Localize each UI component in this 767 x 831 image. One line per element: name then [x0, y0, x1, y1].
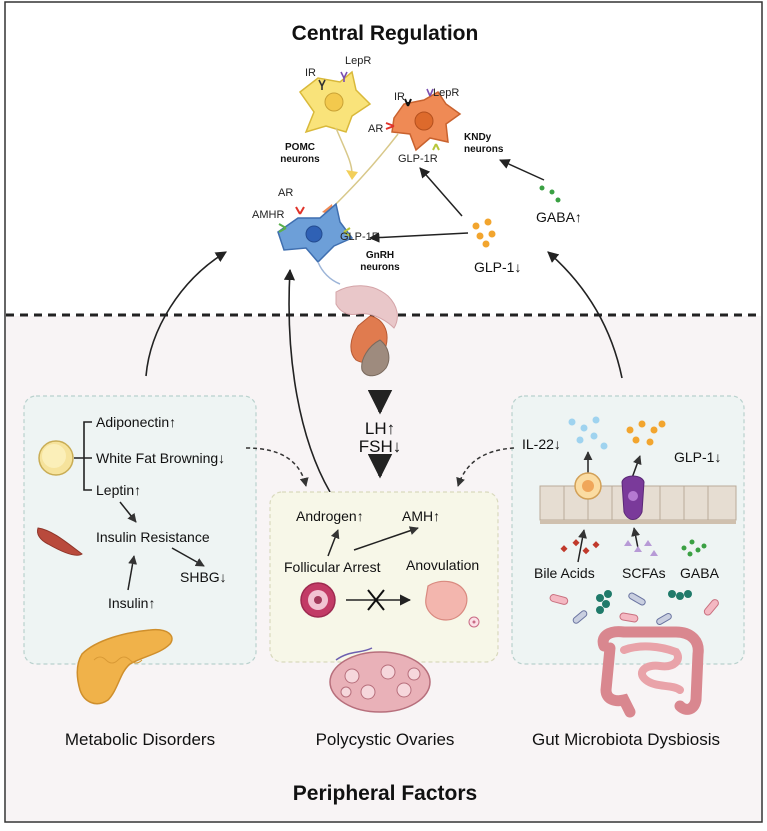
il22-label: IL-22↓ [522, 436, 561, 452]
shbg-label: SHBG↓ [180, 569, 227, 585]
l-cell-to-glp1-arrow [631, 455, 642, 479]
scfas-icon [624, 540, 658, 556]
lepr-receptor-icon [340, 71, 348, 82]
gnrh-glp1r-label: GLP-1R [340, 231, 380, 243]
glp1-to-gnrh-arrow [368, 232, 469, 243]
kndy-ar-receptor-icon [385, 122, 395, 130]
glp1-gut-dots [626, 420, 666, 446]
insulin-label: Insulin↑ [108, 595, 155, 611]
ir-receptor-icon [318, 79, 326, 90]
glp1-central-dots [472, 218, 496, 248]
ovary-to-central-arrow [283, 268, 331, 493]
bacteria-icons [549, 590, 719, 625]
white-fat-browning-label: White Fat Browning↓ [96, 450, 225, 466]
kndy-glp1r-label: GLP-1R [398, 153, 438, 165]
metabolic-caption: Metabolic Disorders [65, 730, 215, 749]
gnrh-amhr-label: AMHR [252, 209, 284, 221]
blocked-x-icon [367, 589, 385, 611]
gut-to-ovary-dashed-arrow [456, 447, 515, 487]
gaba-central-dots [539, 185, 561, 203]
immune-cell-icon [574, 472, 602, 500]
ruptured-follicle-icon [425, 580, 480, 628]
kndy-ir-receptor-icon [404, 98, 412, 107]
gnrh-ar-label: AR [278, 187, 293, 199]
kndy-label-line2: neurons [464, 144, 504, 155]
leptin-to-ir-arrow [119, 501, 137, 523]
polycystic-ovary-icon [329, 647, 431, 713]
pituitary-icon [335, 285, 398, 377]
arrest-to-amh-arrow [353, 526, 419, 551]
intestine-icon [597, 626, 704, 718]
pancreas-icon [76, 628, 173, 705]
gaba-central-label: GABA↑ [536, 209, 582, 225]
scfas-arrow [631, 527, 641, 549]
androgen-label: Androgen↑ [296, 508, 364, 524]
glp1-gut-label: GLP-1↓ [674, 449, 721, 465]
anovulation-label: Anovulation [406, 557, 479, 573]
il22-dots [568, 416, 608, 450]
metabolic-to-central-arrow [145, 251, 227, 377]
ir-to-shbg-arrow [171, 547, 205, 567]
pomc-lepr-label: LepR [345, 55, 371, 67]
gnrh-neuron [277, 202, 354, 285]
lh-label: LH↑ [365, 419, 395, 438]
pomc-neuron [298, 70, 372, 180]
gut-caption: Gut Microbiota Dysbiosis [532, 730, 720, 749]
kndy-ar-label: AR [368, 123, 383, 135]
pomc-label-line2: neurons [280, 154, 320, 165]
gaba-gut-dots [681, 539, 707, 557]
metabolic-to-ovary-dashed-arrow [245, 447, 309, 487]
arrest-to-androgen-arrow [327, 529, 340, 557]
amh-label: AMH↑ [402, 508, 440, 524]
glp1-central-label: GLP-1↓ [474, 259, 521, 275]
kndy-neuron [391, 91, 462, 152]
gnrh-label-line2: neurons [360, 262, 400, 273]
adipocyte-bracket [83, 421, 92, 491]
leptin-label: Leptin↑ [96, 482, 141, 498]
gnrh-amhr-receptor-icon [278, 223, 287, 233]
insulin-resistance-label: Insulin Resistance [96, 529, 210, 545]
muscle-icon [37, 527, 83, 556]
pomc-label-line1: POMC [285, 142, 315, 153]
scfas-label: SCFAs [622, 565, 666, 581]
central-regulation-title: Central Regulation [292, 22, 479, 45]
gnrh-glp1r-receptor-icon [343, 227, 351, 237]
ovary-caption: Polycystic Ovaries [316, 730, 455, 749]
adiponectin-label: Adiponectin↑ [96, 414, 176, 430]
bile-acids-icon [560, 539, 600, 555]
metabolic-panel [23, 395, 257, 665]
follicular-arrest-label: Follicular Arrest [284, 559, 381, 575]
gut-to-central-arrow [547, 251, 623, 379]
kndy-glp1r-receptor-icon [432, 143, 440, 151]
peripheral-factors-title: Peripheral Factors [293, 782, 477, 805]
gaba-gut-label: GABA [680, 565, 720, 581]
gaba-to-kndy-arrow [499, 159, 545, 181]
glp1-to-kndy-arrow [419, 167, 463, 217]
pomc-ir-label: IR [305, 67, 316, 79]
fsh-label: FSH↓ [359, 437, 402, 456]
bile-acids-label: Bile Acids [534, 565, 595, 581]
gnrh-ar-receptor-icon [295, 206, 305, 215]
kndy-ir-label: IR [394, 91, 405, 103]
kndy-label-line1: KNDy [464, 132, 492, 143]
insulin-to-ir-arrow [127, 555, 138, 591]
enteroendocrine-cell-icon [621, 475, 645, 520]
adipocyte-icon [38, 440, 74, 476]
bile-acids-arrow [577, 529, 587, 563]
follicle-icon [300, 582, 336, 618]
gnrh-label-line1: GnRH [366, 250, 394, 261]
kndy-lepr-label: LepR [433, 87, 459, 99]
kndy-lepr-receptor-icon [426, 88, 434, 97]
